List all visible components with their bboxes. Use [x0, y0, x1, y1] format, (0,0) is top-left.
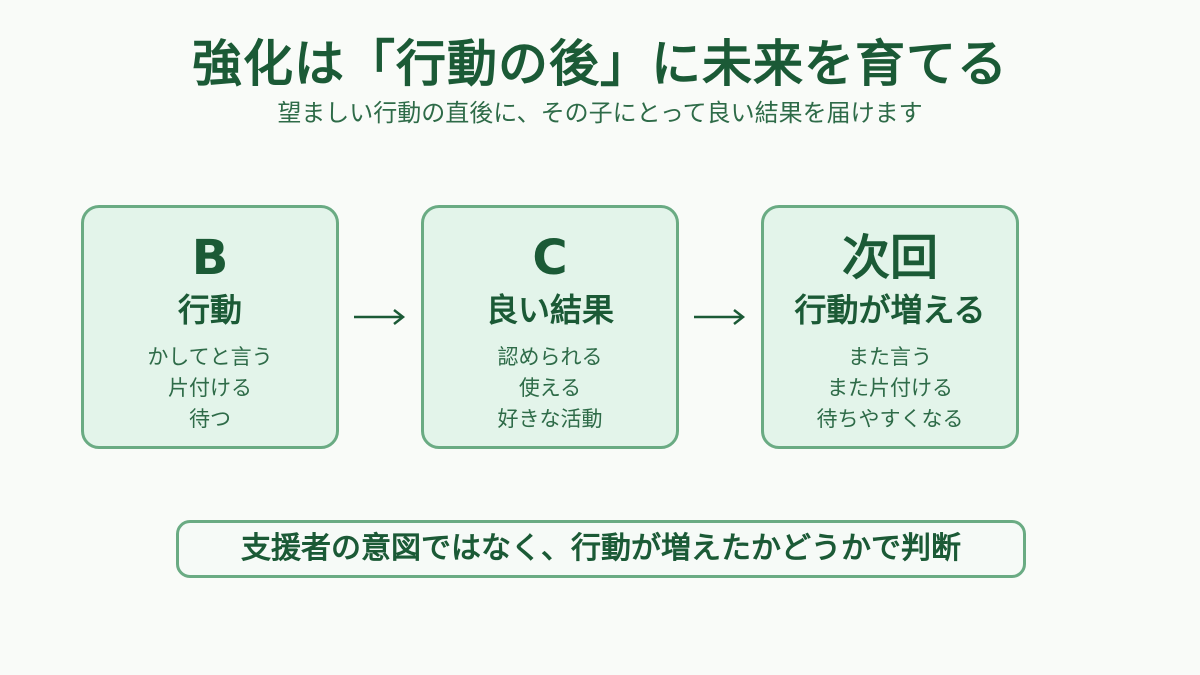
- card-next-time-item: また言う: [848, 345, 932, 369]
- page-subtitle: 望ましい行動の直後に、その子にとって良い結果を届けます: [277, 99, 923, 127]
- arrow-right-icon: [354, 309, 406, 325]
- card-behavior-items: かしてと言う 片付ける 待つ: [84, 342, 336, 435]
- card-consequence-name: 良い結果: [485, 291, 614, 329]
- card-behavior-item: かしてと言う: [147, 345, 273, 369]
- card-behavior: B 行動 かしてと言う 片付ける 待つ: [81, 205, 339, 449]
- card-next-time-letter: 次回: [841, 230, 938, 286]
- card-consequence-letter: C: [532, 230, 568, 286]
- page-title: 強化は「行動の後」に未来を育てる: [192, 35, 1008, 93]
- card-next-time: 次回 行動が増える また言う また片付ける 待ちやすくなる: [761, 205, 1019, 449]
- card-behavior-item: 待つ: [189, 407, 231, 431]
- card-next-time-item: 待ちやすくなる: [816, 407, 964, 431]
- card-consequence: C 良い結果 認められる 使える 好きな活動: [421, 205, 679, 449]
- conclusion-banner: 支援者の意図ではなく、行動が増えたかどうかで判断: [176, 520, 1026, 578]
- card-next-time-name: 行動が増える: [794, 291, 986, 329]
- card-next-time-items: また言う また片付ける 待ちやすくなる: [764, 342, 1016, 435]
- card-consequence-item: 好きな活動: [497, 407, 603, 431]
- card-consequence-item: 認められる: [497, 345, 603, 369]
- card-consequence-item: 使える: [518, 376, 582, 400]
- card-next-time-item: また片付ける: [827, 376, 953, 400]
- card-behavior-name: 行動: [177, 291, 242, 329]
- arrow-right-icon: [694, 309, 746, 325]
- card-behavior-letter: B: [191, 230, 229, 286]
- card-consequence-items: 認められる 使える 好きな活動: [424, 342, 676, 435]
- card-behavior-item: 片付ける: [168, 376, 252, 400]
